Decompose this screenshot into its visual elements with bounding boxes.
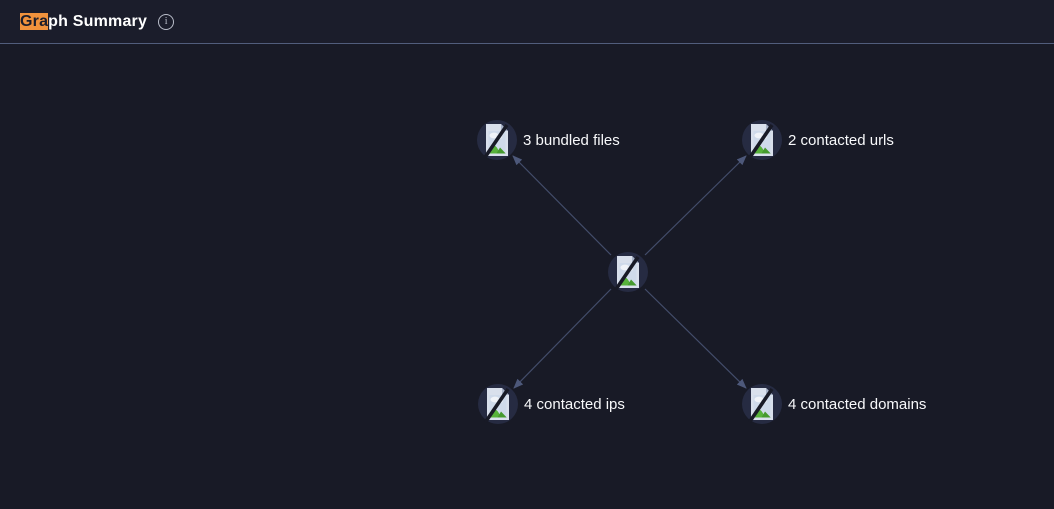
page-title-rest: ph Summary — [48, 12, 148, 30]
graph-canvas[interactable]: 3 bundled files 2 contacted urls 4 conta… — [0, 45, 1054, 509]
node-label: 3 bundled files — [523, 131, 620, 149]
node-central-file[interactable] — [608, 252, 648, 292]
node-contacted-domains[interactable]: 4 contacted domains — [742, 384, 926, 424]
page-title: Graph Summary — [20, 12, 148, 31]
broken-image-icon — [742, 120, 782, 160]
graph-edges — [512, 155, 747, 389]
node-label: 2 contacted urls — [788, 131, 894, 149]
edge-bundled-files — [512, 155, 612, 256]
broken-image-icon — [608, 252, 648, 292]
edge-contacted-urls — [644, 155, 747, 256]
info-icon[interactable]: i — [158, 13, 175, 30]
panel-header: Graph Summary i — [0, 0, 1054, 44]
broken-image-icon — [478, 384, 518, 424]
node-label: 4 contacted domains — [788, 395, 927, 413]
edge-contacted-domains — [644, 288, 747, 389]
node-contacted-ips[interactable]: 4 contacted ips — [478, 384, 625, 424]
edge-contacted-ips — [513, 288, 612, 389]
broken-image-icon — [742, 384, 782, 424]
node-contacted-urls[interactable]: 2 contacted urls — [742, 120, 894, 160]
node-label: 4 contacted ips — [524, 395, 625, 413]
search-match-highlight: Gra — [20, 12, 49, 30]
broken-image-icon — [477, 120, 517, 160]
node-bundled-files[interactable]: 3 bundled files — [477, 120, 620, 160]
